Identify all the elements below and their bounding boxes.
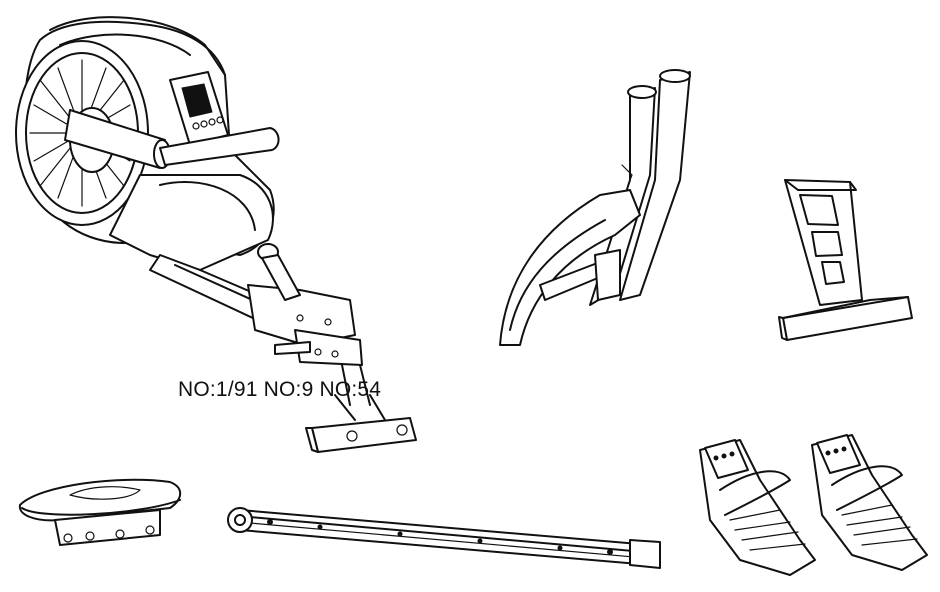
front-stabilizer (778, 179, 913, 341)
left-pedal (699, 439, 816, 576)
part-number-label: NO:1/91 NO:9 NO:54 (178, 378, 382, 401)
slide-rail (227, 507, 661, 569)
rower-main-frame (15, 16, 417, 453)
seat (18, 478, 182, 546)
right-pedal (811, 434, 928, 571)
front-leg-frame (499, 69, 691, 346)
